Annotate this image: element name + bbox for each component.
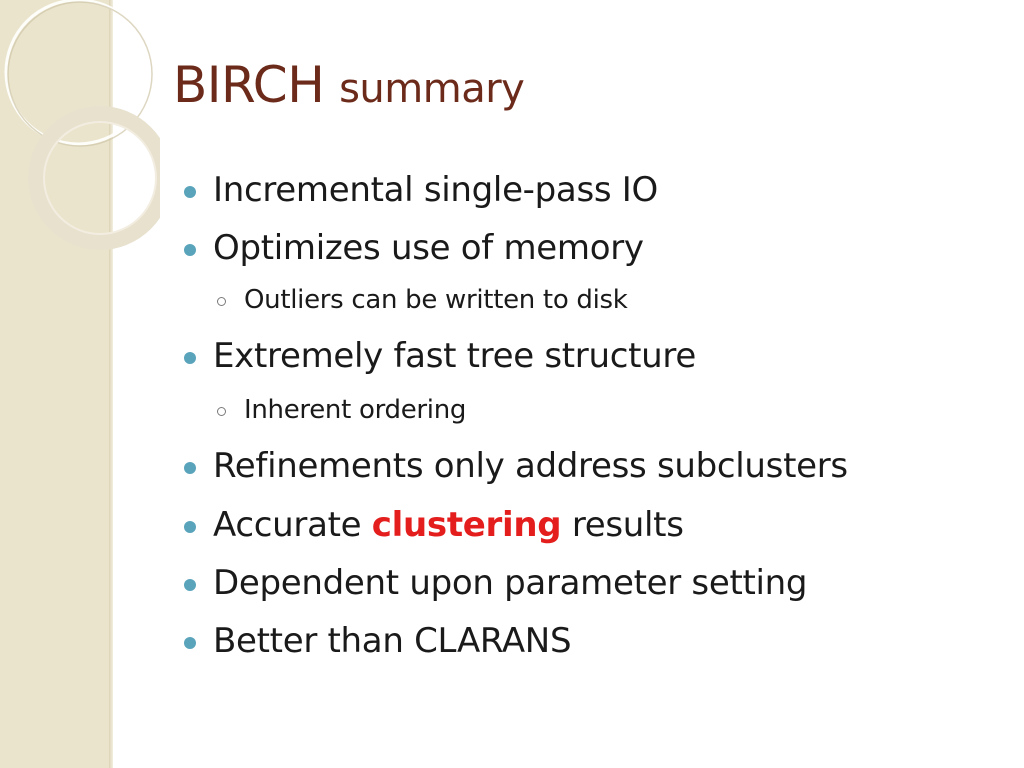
decorative-ring-small <box>28 106 160 250</box>
bullet-marker-9 <box>184 637 196 649</box>
bullet-marker-4 <box>184 352 196 364</box>
decorative-ring-shadow <box>7 1 153 147</box>
decorative-ring-small-inner <box>43 121 157 235</box>
bullet-marker-8 <box>184 579 196 591</box>
list-item: Better than CLARANS <box>213 621 572 661</box>
list-item: Accurate clustering results <box>213 505 684 545</box>
bullet-list: Incremental single-pass IO Optimizes use… <box>213 0 1003 768</box>
bullet-marker-6 <box>184 462 196 474</box>
list-item: Extremely fast tree structure <box>213 336 696 376</box>
bullet-marker-1 <box>184 186 196 198</box>
sidebar-edge <box>109 0 113 768</box>
list-item: Optimizes use of memory <box>213 228 644 268</box>
list-item: Dependent upon parameter setting <box>213 563 808 603</box>
highlighted-word: clustering <box>371 505 562 545</box>
bullet-marker-2 <box>184 244 196 256</box>
sub-bullet-marker-5 <box>217 407 226 416</box>
sub-bullet-marker-3 <box>217 297 226 306</box>
sub-list-item: Outliers can be written to disk <box>244 285 628 315</box>
title-rest: summary <box>339 66 525 112</box>
list-item-text-before: Accurate <box>213 505 372 545</box>
title-main: BIRCH <box>173 56 325 114</box>
list-item: Refinements only address subclusters <box>213 446 848 486</box>
sub-list-item: Inherent ordering <box>244 395 467 425</box>
list-item-text-after: results <box>561 505 684 545</box>
bullet-marker-7 <box>184 521 196 533</box>
decorative-rings <box>4 0 160 250</box>
list-item: Incremental single-pass IO <box>213 170 658 210</box>
decorative-ring-large <box>4 0 152 146</box>
page-title: BIRCH summary <box>173 60 525 112</box>
